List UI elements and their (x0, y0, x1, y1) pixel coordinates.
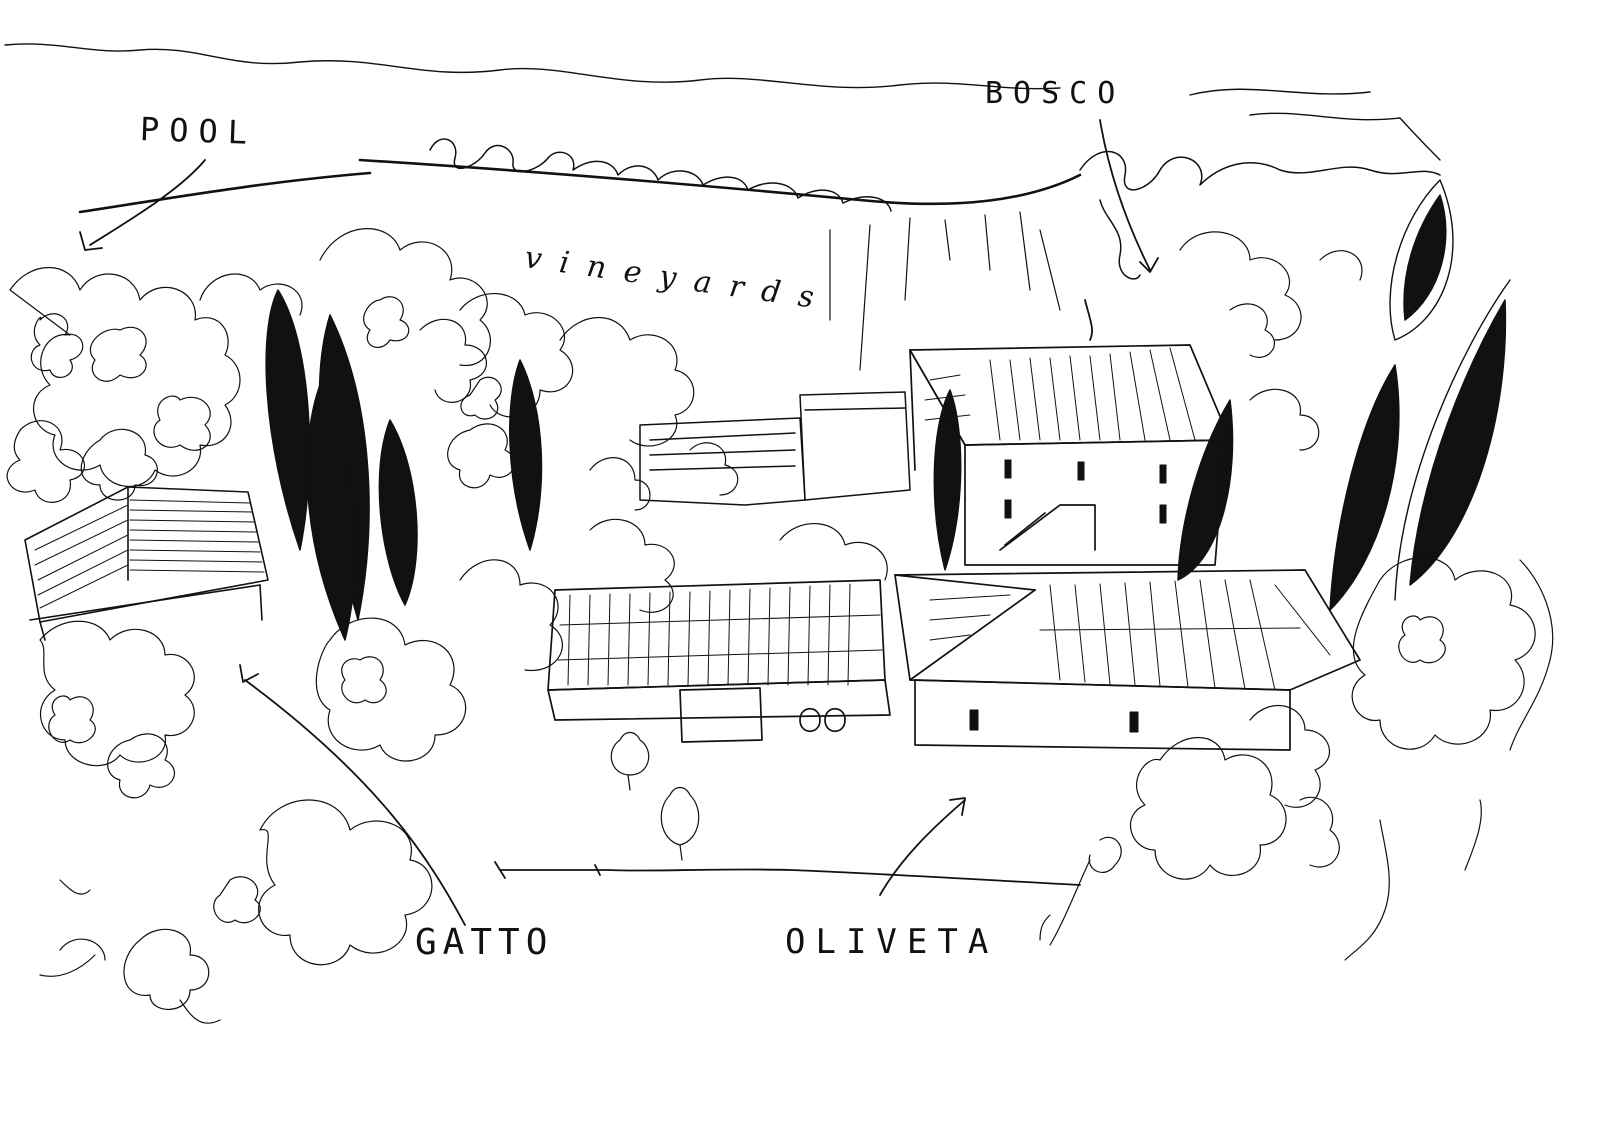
bosco-woodline (430, 139, 1440, 279)
center-barn (548, 580, 890, 742)
sky-lines (5, 44, 1440, 160)
label-bosco: BOSCO (985, 76, 1126, 111)
cypress-trees (266, 195, 1505, 640)
vineyard-rows (830, 212, 1060, 370)
left-shed (25, 487, 268, 640)
pointer-arrows (80, 120, 1158, 925)
main-villa (910, 345, 1230, 565)
label-oliveta: OLIVETA (785, 922, 999, 962)
hill-ridge (80, 160, 1080, 212)
bottom-left-shrubs (40, 621, 432, 1023)
cypress-outlines (1390, 180, 1510, 600)
label-gatto: GATTO (415, 922, 554, 963)
foreground-shrubs (1040, 860, 1090, 945)
south-building (895, 570, 1360, 750)
right-shrubs (1089, 232, 1552, 960)
rear-buildings (640, 392, 910, 505)
middle-shrubs (316, 318, 887, 861)
label-pool: POOL (139, 110, 258, 153)
